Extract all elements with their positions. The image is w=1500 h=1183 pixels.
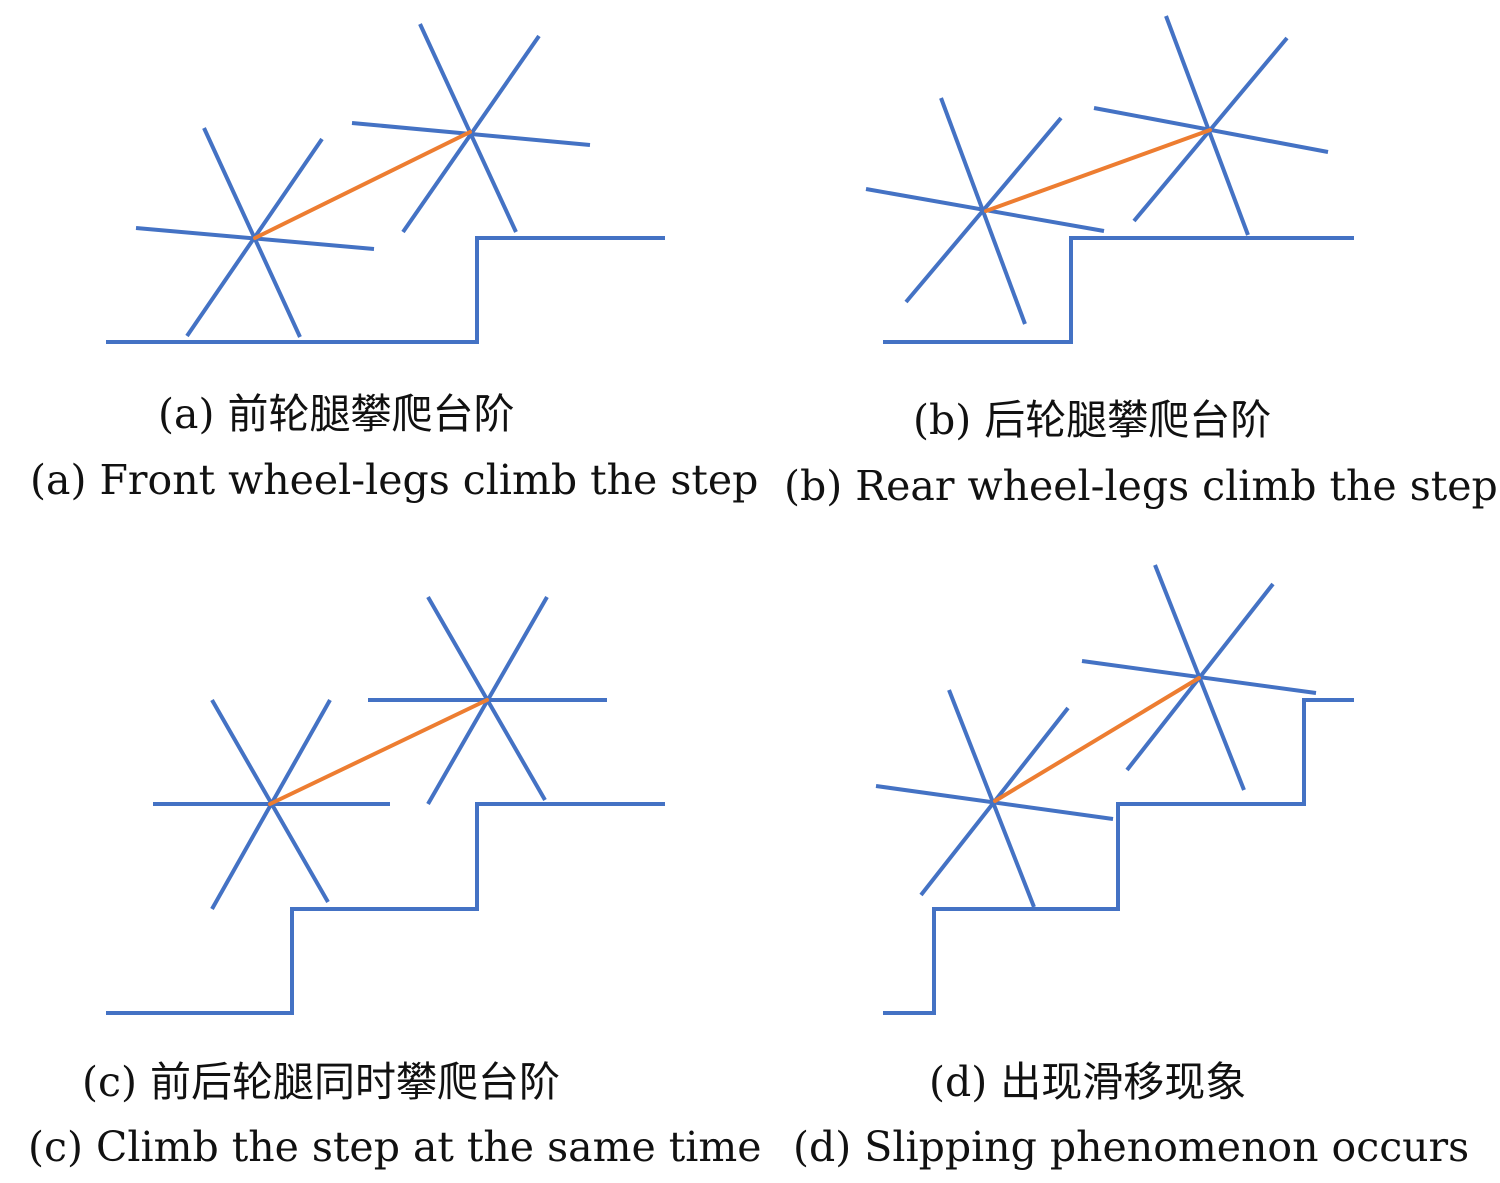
body-link-a: [253, 130, 472, 240]
step-profile-b: [883, 236, 1354, 344]
wheel-leg-a-front: [351, 23, 591, 234]
caption-c-english: (c) Climb the step at the same time: [28, 1123, 762, 1171]
caption-a-chinese: (a) 前轮腿攀爬台阶: [158, 390, 515, 438]
caption-b-english: (b) Rear wheel-legs climb the step: [784, 462, 1498, 510]
caption-b-chinese: (b) 后轮腿攀爬台阶: [913, 396, 1272, 444]
step-profile-c: [106, 802, 665, 1015]
caption-c-chinese: (c) 前后轮腿同时攀爬台阶: [82, 1058, 560, 1106]
panel-c-diagram: [106, 596, 665, 1015]
body-link-b: [984, 128, 1212, 213]
wheel-leg-a-rear: [135, 127, 375, 338]
caption-a-english: (a) Front wheel-legs climb the step: [30, 456, 759, 504]
body-link-d: [993, 676, 1201, 803]
panel-a-diagram: [106, 23, 665, 344]
panel-d-diagram: [875, 564, 1354, 1015]
panel-b-diagram: [865, 15, 1354, 344]
body-link-c: [268, 698, 489, 806]
caption-d-chinese: (d) 出现滑移现象: [929, 1058, 1247, 1106]
caption-d-english: (d) Slipping phenomenon occurs: [793, 1123, 1470, 1171]
wheel-leg-b-front: [1093, 15, 1329, 236]
step-profile-a: [106, 236, 665, 344]
step-profile-d: [883, 698, 1354, 1015]
wheel-leg-d-rear: [875, 689, 1114, 908]
